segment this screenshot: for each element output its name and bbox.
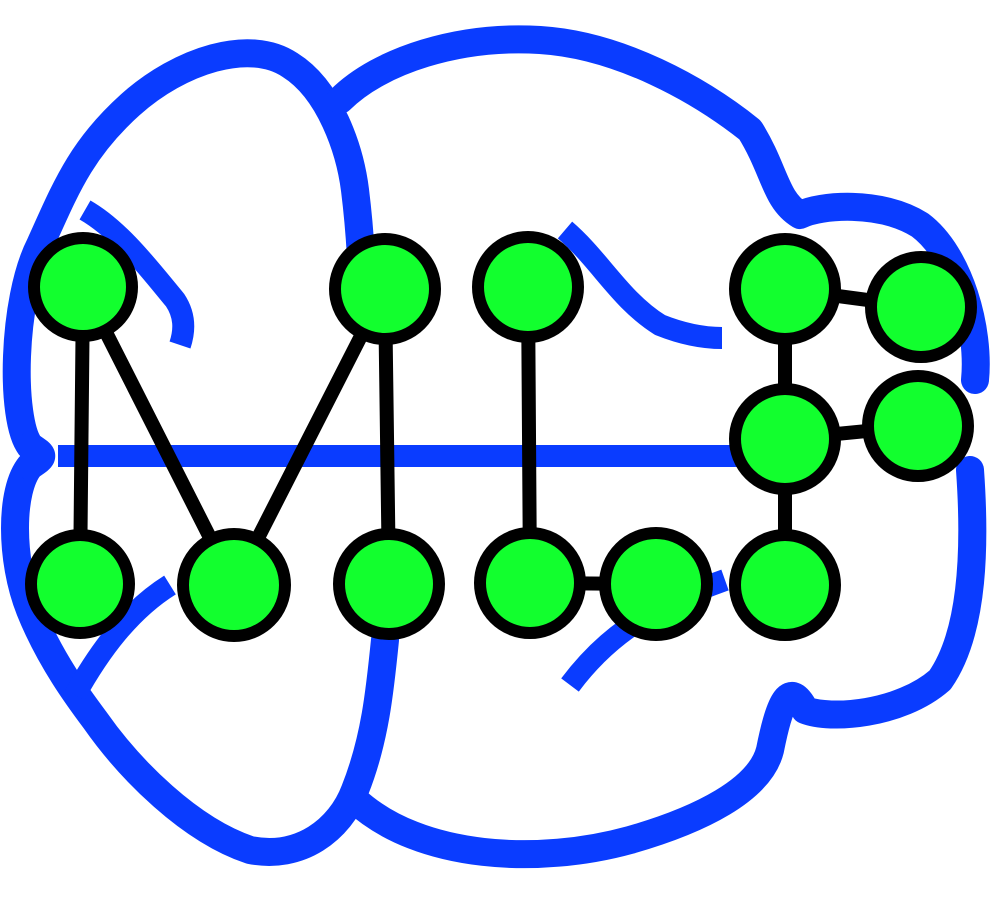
node-1 — [28, 232, 138, 342]
brain-groove-upper-left — [79, 200, 195, 349]
node-3 — [177, 528, 291, 642]
brain-outline — [1, 25, 990, 869]
brain-groove-upper-right — [557, 221, 723, 349]
brain-groove-lower-left — [65, 575, 176, 701]
node-13 — [729, 529, 841, 641]
node-9 — [729, 233, 841, 345]
node-4 — [329, 233, 441, 345]
node-2 — [25, 529, 135, 639]
brain-left-bridge — [16, 432, 56, 480]
node-5 — [333, 528, 445, 640]
node-8 — [599, 527, 713, 641]
node-7 — [474, 527, 586, 639]
node-10 — [865, 251, 977, 363]
node-6 — [472, 231, 584, 343]
node-12 — [862, 370, 974, 482]
brain-lobe-lower-left — [1, 452, 399, 866]
brain-lobe-upper-left — [2, 39, 377, 460]
network-nodes — [25, 231, 977, 642]
brain-lobe-upper-right — [326, 25, 990, 394]
node-11 — [729, 383, 841, 495]
brain-lobe-lower-right — [341, 456, 987, 869]
